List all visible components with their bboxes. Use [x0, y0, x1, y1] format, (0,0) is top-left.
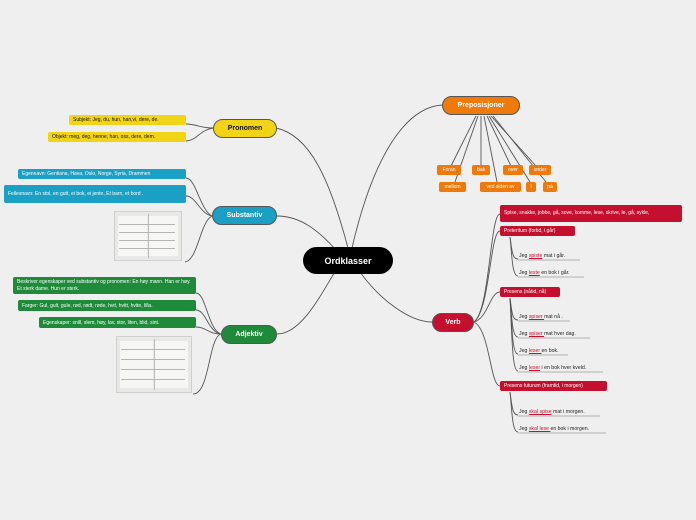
adjektiv-item-egenskaper[interactable]: Egenskaper: snill, slem, høy, lav, stor,…	[39, 317, 196, 328]
example-pre: Jeg	[519, 348, 529, 354]
example-pre: Jeg	[519, 331, 529, 337]
topic-adjektiv[interactable]: Adjektiv	[221, 325, 277, 344]
adjektiv-item-beskriver[interactable]: Beskriver egenskaper ved substantiv og p…	[13, 277, 196, 294]
preposisjon-paa[interactable]: på	[543, 182, 557, 192]
preposisjon-ved-siden-av[interactable]: ved siden av	[480, 182, 521, 192]
presens-example[interactable]: Jeg leser i en bok hver kveld.	[519, 365, 586, 371]
adjektiv-item-farger[interactable]: Farger: Gul, gult, gule, rød, rødt, røde…	[18, 300, 196, 311]
preteritum-example[interactable]: Jeg leste en bok i går.	[519, 270, 570, 276]
preposisjon-bak[interactable]: Bak	[472, 165, 490, 175]
substantiv-item-egennavn[interactable]: Egennavn: Gentiana, Hava, Oslo, Norge, S…	[18, 169, 186, 179]
example-verb: leser	[528, 348, 542, 354]
example-verb: leste	[528, 270, 540, 276]
example-pre: Jeg	[519, 426, 529, 432]
verb-intro[interactable]: Spise, snakke, jobbe, gå, sove, komme, l…	[500, 205, 682, 222]
verb-preteritum[interactable]: Preteritum (fortid, i går)	[500, 226, 575, 236]
example-post: i en bok hver kveld.	[540, 365, 587, 371]
example-verb: skal lese	[528, 426, 551, 432]
example-verb: spiser	[528, 331, 545, 337]
example-pre: Jeg	[519, 270, 529, 276]
example-post: en bok.	[541, 348, 559, 354]
example-pre: Jeg	[519, 365, 529, 371]
example-pre: Jeg	[519, 253, 529, 259]
example-post: mat i morgen.	[551, 409, 585, 415]
example-pre: Jeg	[519, 314, 529, 320]
example-verb: spiser	[528, 314, 545, 320]
topic-verb[interactable]: Verb	[432, 313, 474, 332]
preposisjon-mellom[interactable]: mellom	[439, 182, 466, 192]
preteritum-example[interactable]: Jeg spiste mat i går.	[519, 253, 565, 259]
example-post: mat nå .	[544, 314, 563, 320]
presens-example[interactable]: Jeg leser en bok.	[519, 348, 559, 354]
futurum-example[interactable]: Jeg skal lese en bok i morgen.	[519, 426, 589, 432]
substantiv-item-fellesnavn[interactable]: Fellesnavn: En stol, en gutt, ei bok, ei…	[4, 185, 186, 203]
preposisjon-i[interactable]: i	[526, 182, 536, 192]
verb-futurum[interactable]: Presens futurum (framtid, i morgen)	[500, 381, 607, 391]
example-pre: Jeg	[519, 409, 529, 415]
adjektiv-notebook-image[interactable]	[116, 336, 192, 393]
futurum-example[interactable]: Jeg skal spise mat i morgen.	[519, 409, 585, 415]
presens-example[interactable]: Jeg spiser mat hver dag.	[519, 331, 576, 337]
topic-preposisjoner[interactable]: Preposisjoner	[442, 96, 520, 115]
pronomen-item-subjekt[interactable]: Subjekt: Jeg, du, hun, han,vi, dere, de.	[69, 115, 186, 125]
example-post: en bok i går.	[539, 270, 570, 276]
example-post: en bok i morgen.	[550, 426, 590, 432]
preposisjon-foran[interactable]: Foran	[437, 165, 461, 175]
substantiv-notebook-image[interactable]	[114, 211, 182, 261]
example-post: mat i går.	[542, 253, 566, 259]
example-post: mat hver dag.	[544, 331, 576, 337]
presens-example[interactable]: Jeg spiser mat nå .	[519, 314, 563, 320]
pronomen-item-objekt[interactable]: Objekt: meg, deg, henne, han, oss, dere,…	[48, 132, 186, 142]
example-verb: skal spise	[528, 409, 552, 415]
verb-presens[interactable]: Presens (nåtid, nå)	[500, 287, 560, 297]
root-node-ordklasser[interactable]: Ordklasser	[303, 247, 393, 274]
preposisjon-over[interactable]: over	[503, 165, 523, 175]
topic-pronomen[interactable]: Pronomen	[213, 119, 277, 138]
topic-substantiv[interactable]: Substantiv	[212, 206, 277, 225]
preposisjon-under[interactable]: under	[529, 165, 551, 175]
example-verb: leser	[528, 365, 541, 371]
example-verb: spiste	[528, 253, 543, 259]
